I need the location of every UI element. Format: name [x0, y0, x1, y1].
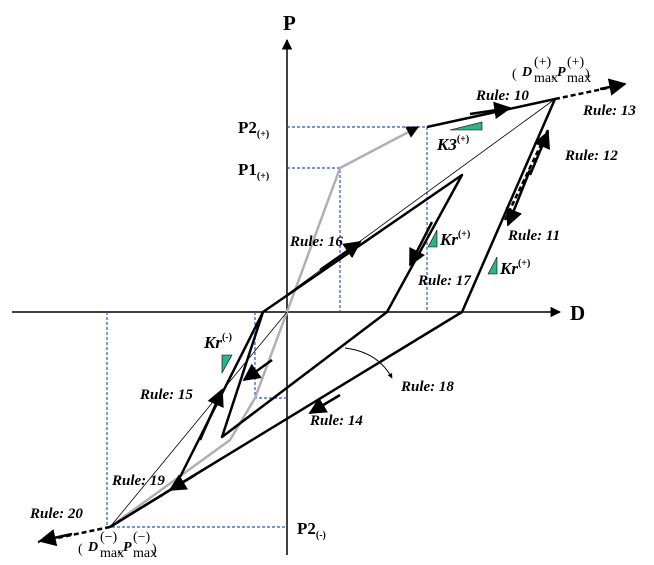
kr-neg-label: Kr(-) — [203, 332, 232, 352]
svg-text:): ) — [152, 542, 157, 557]
kr-neg-marker — [221, 354, 233, 375]
rule-11-label: Rule: 11 — [507, 228, 560, 244]
svg-text:(+): (+) — [534, 55, 552, 70]
rule-10-label: Rule: 10 — [475, 88, 529, 104]
rule-12-label: Rule: 12 — [564, 148, 618, 164]
svg-text:P: P — [123, 540, 132, 555]
y-axis-label: P — [283, 11, 296, 35]
rule-15-label: Rule: 15 — [139, 387, 193, 403]
p2-neg-label: P2(-) — [297, 519, 326, 541]
svg-text:max: max — [133, 546, 157, 561]
svg-text:D: D — [87, 540, 98, 555]
svg-text:P: P — [557, 65, 566, 80]
skeleton-curve — [109, 125, 420, 529]
p1-pos-label: P1(+) — [238, 160, 269, 182]
loop-arrows — [38, 78, 627, 547]
svg-text:(: ( — [512, 67, 517, 82]
rule-19-label: Rule: 19 — [111, 473, 165, 489]
kr-pos-upper-label: Kr(+) — [439, 229, 470, 249]
guide-lines — [106, 126, 428, 528]
main-loops — [109, 97, 557, 529]
svg-text:,: , — [117, 542, 121, 557]
rule-13-label: Rule: 13 — [582, 103, 636, 119]
svg-text:max: max — [100, 546, 124, 561]
rule-18-label: Rule: 18 — [400, 379, 454, 395]
k3-pos-marker — [449, 121, 483, 131]
p2-pos-label: P2(+) — [238, 118, 269, 140]
inner-lines — [109, 98, 556, 528]
kr-pos-upper-marker — [427, 229, 438, 248]
k3-pos-label: K3(+) — [436, 134, 469, 154]
svg-text:D: D — [521, 65, 532, 80]
rule-17-label: Rule: 17 — [417, 273, 471, 289]
kr-pos-lower-marker — [487, 256, 498, 275]
max-pos-label: ( D max (+) , P max (+) ) — [512, 55, 591, 86]
x-axis-label: D — [570, 301, 585, 325]
stiffness-markers — [221, 121, 498, 375]
svg-text:,: , — [551, 67, 555, 82]
svg-text:): ) — [585, 67, 590, 82]
rule-16-label: Rule: 16 — [289, 234, 343, 250]
svg-text:max: max — [567, 71, 591, 86]
max-neg-label: ( D max (−) , P max (−) ) — [78, 530, 157, 561]
svg-text:max: max — [534, 71, 558, 86]
svg-text:(−): (−) — [100, 530, 118, 545]
svg-text:(−): (−) — [133, 530, 151, 545]
rule-20-label: Rule: 20 — [29, 506, 83, 522]
svg-text:(: ( — [78, 542, 83, 557]
rule18-pointer — [344, 347, 393, 379]
kr-pos-lower-label: Kr(+) — [499, 258, 530, 278]
svg-text:(+): (+) — [567, 55, 585, 70]
rule-14-label: Rule: 14 — [309, 413, 363, 429]
